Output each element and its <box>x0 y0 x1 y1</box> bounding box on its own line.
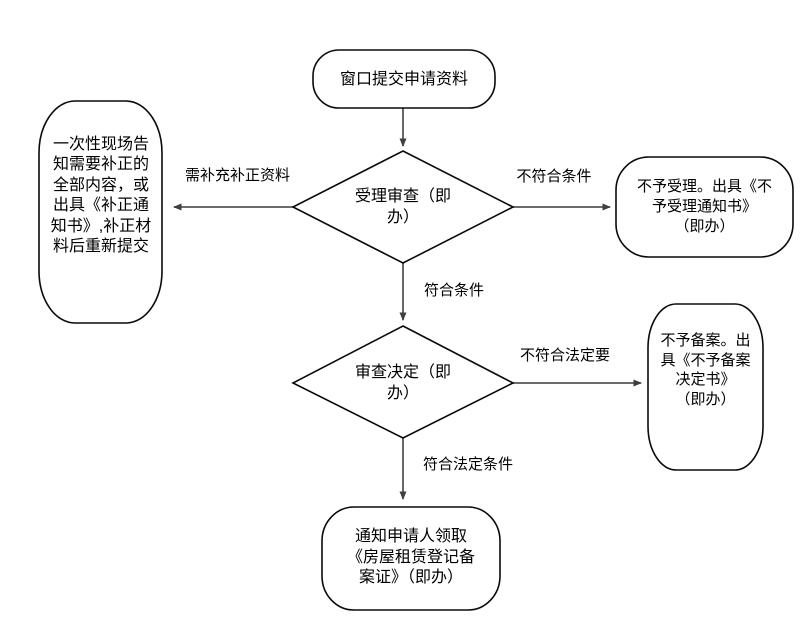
edge-label-not-legal: 不符合法定要 <box>519 347 610 364</box>
end-node-label: 通知申请人领取 《房屋租赁登记备 案证》（即办） <box>346 528 475 587</box>
reject-accept-node-label: 不予受理。出具《不 予受理通知书》 （即办） <box>636 178 772 235</box>
end-node-shape <box>321 506 501 611</box>
decision1-node-label: 受理审查（即 办） <box>354 188 451 226</box>
decision2-node-label: 审查决定（即 办） <box>354 364 451 402</box>
reject-record-node-label: 不予备案。出 具《不予备案 决定书》 （即办） <box>660 332 751 408</box>
reject-record-node-shape <box>647 303 764 471</box>
edge-label-qualified: 符合条件 <box>424 282 485 299</box>
edge-label-legal: 符合法定条件 <box>423 456 514 473</box>
supplement-node-label: 一次性现场告 知需要补正的 全部内容，或 出具《补正通 知书》,补正材 料后重新… <box>50 135 152 256</box>
edge-label-not-qualified: 不符合条件 <box>516 168 592 185</box>
edge-label-need-supplement: 需补充补正资料 <box>184 167 290 184</box>
start-node-shape <box>312 49 496 109</box>
decision1-node-shape <box>291 150 515 264</box>
reject-accept-node-shape <box>615 156 794 258</box>
decision2-node-shape <box>291 325 515 439</box>
start-node-label: 窗口提交申请资料 <box>339 70 468 88</box>
supplement-node-shape <box>38 100 163 324</box>
